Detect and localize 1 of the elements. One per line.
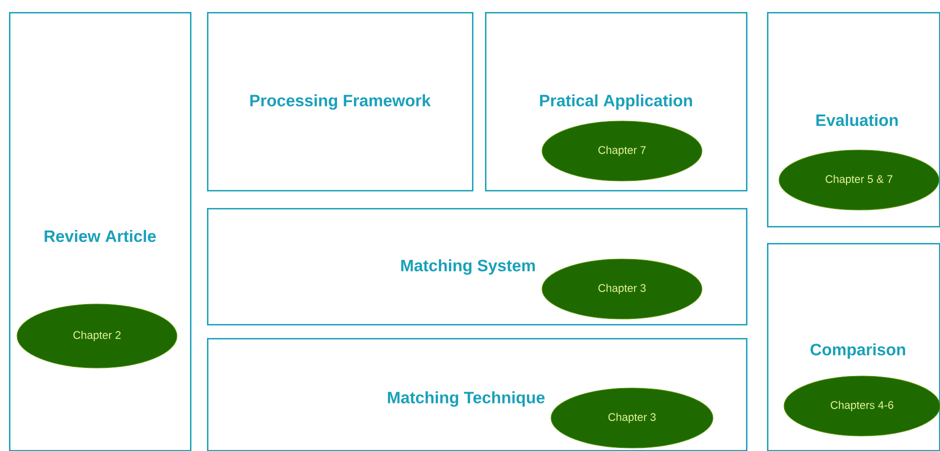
section-box: Processing Framework [207,12,474,192]
